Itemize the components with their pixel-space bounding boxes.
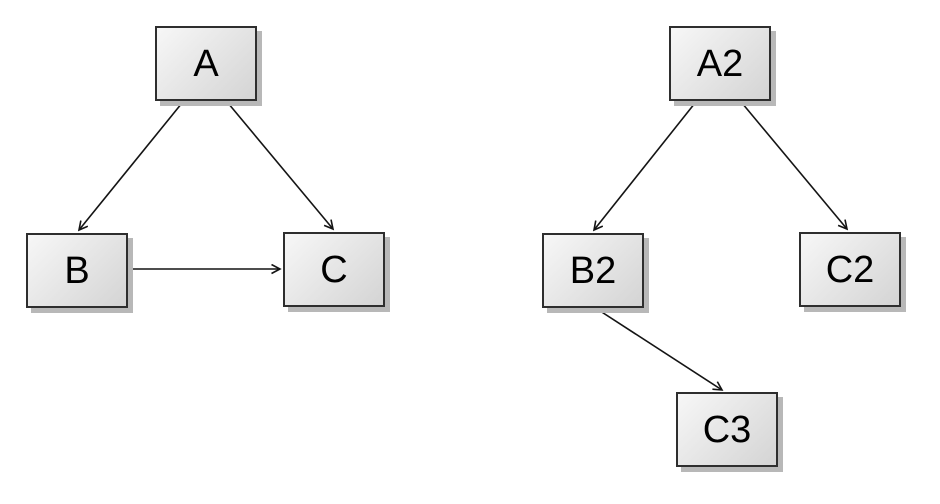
edge-A-C — [227, 102, 333, 229]
node-B2: B2 — [542, 233, 644, 308]
edge-B2-C3 — [593, 306, 722, 390]
node-B: B — [26, 233, 128, 308]
edge-A-B — [79, 102, 183, 230]
node-C2: C2 — [799, 232, 901, 307]
node-label: C2 — [825, 248, 875, 291]
node-label: C — [320, 248, 348, 291]
node-A: A — [155, 26, 257, 101]
node-C3: C3 — [676, 392, 778, 467]
node-label: B — [64, 249, 90, 292]
node-label: A2 — [696, 42, 744, 85]
node-C: C — [283, 232, 385, 307]
node-label: B2 — [569, 249, 617, 292]
edge-A2-B2 — [594, 102, 696, 230]
node-label: A — [193, 42, 219, 85]
node-A2: A2 — [669, 26, 771, 101]
node-label: C3 — [702, 408, 752, 451]
edge-A2-C2 — [741, 102, 847, 229]
